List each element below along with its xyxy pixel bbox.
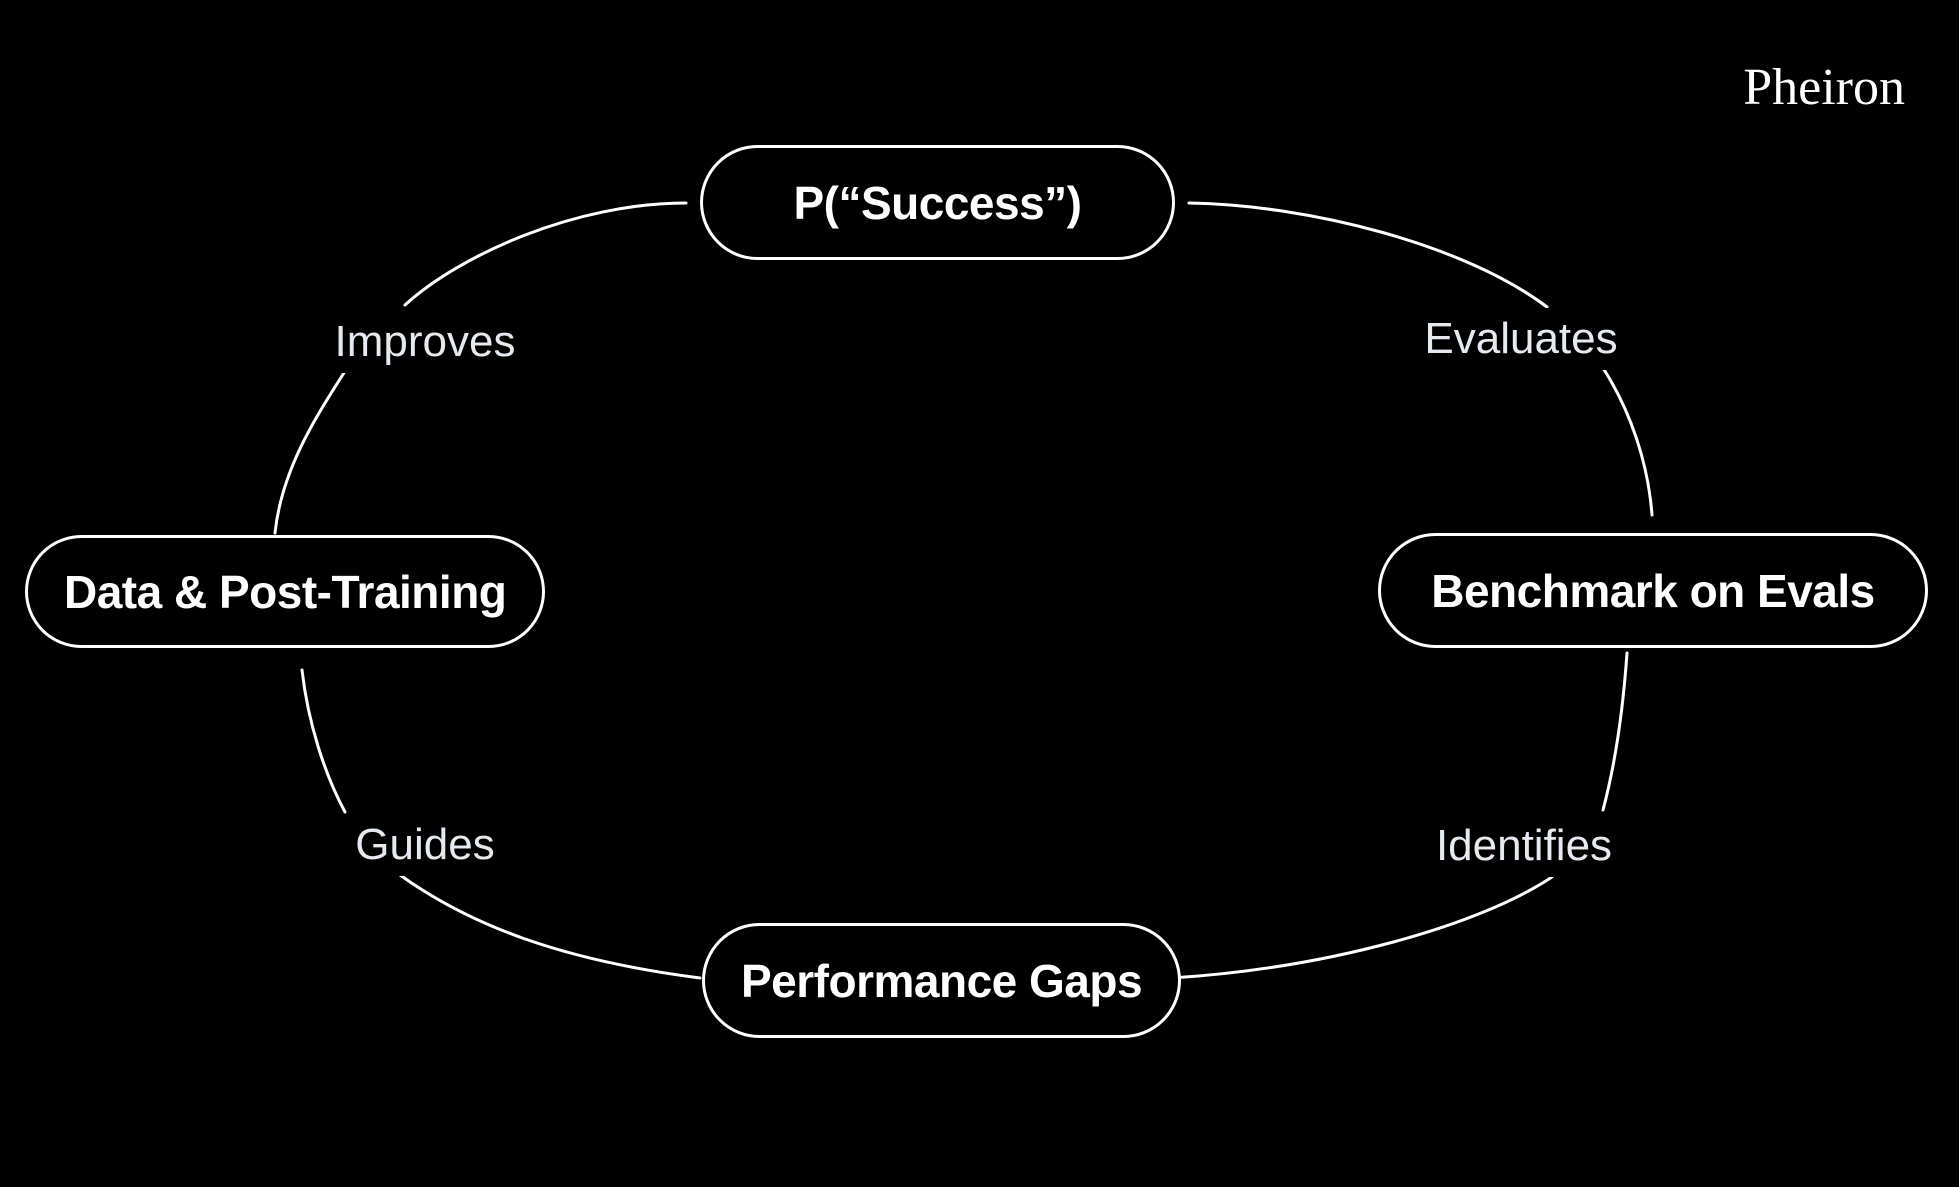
arc-top-left-lower bbox=[273, 366, 349, 535]
edge-label-guides: Guides bbox=[337, 814, 513, 876]
edge-label-evaluates: Evaluates bbox=[1406, 308, 1636, 370]
node-performance-gaps: Performance Gaps bbox=[702, 923, 1182, 1038]
arc-top-right-lower bbox=[1601, 366, 1654, 517]
arc-top-left-upper bbox=[403, 201, 688, 307]
brand-logo: Pheiron bbox=[1743, 59, 1905, 116]
node-data-post-training: Data & Post-Training bbox=[25, 535, 546, 648]
arc-top-right-upper bbox=[1187, 201, 1549, 309]
node-benchmark-on-evals: Benchmark on Evals bbox=[1378, 533, 1928, 648]
arc-bottom-left-lower bbox=[398, 873, 702, 980]
edge-label-improves: Improves bbox=[316, 311, 534, 373]
arc-bottom-right-lower bbox=[1170, 875, 1554, 980]
node-p-success: P(“Success”) bbox=[700, 145, 1175, 260]
edge-label-identifies: Identifies bbox=[1417, 815, 1631, 877]
arc-bottom-left-upper bbox=[300, 668, 347, 814]
arc-bottom-right-upper bbox=[1601, 651, 1629, 812]
